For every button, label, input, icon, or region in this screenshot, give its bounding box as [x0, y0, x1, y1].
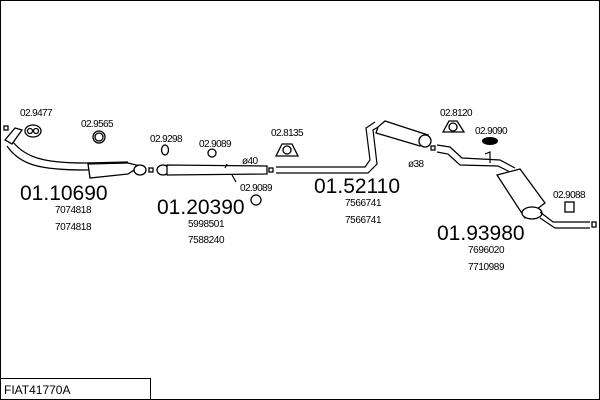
- middle-silencer-drawing: [276, 120, 436, 174]
- diameter-label: ø38: [408, 159, 424, 170]
- oe-number: 7566741: [345, 215, 382, 226]
- accessory-label: 02.9089: [199, 139, 232, 150]
- oe-number: 7566741: [345, 198, 382, 209]
- accessory-label: 02.9090: [475, 126, 508, 137]
- accessory-label: 02.8135: [271, 128, 304, 139]
- oe-number: 5998501: [188, 219, 225, 230]
- part-number: 01.93980: [437, 222, 525, 245]
- accessory-label: 02.9298: [150, 134, 183, 145]
- front-pipe-drawing: [3, 125, 154, 179]
- oe-number: 7074818: [55, 205, 92, 216]
- diagram-ref: FIAT41770A: [4, 383, 70, 397]
- part-number: 01.20390: [157, 196, 245, 219]
- part-number: 01.52110: [314, 175, 400, 198]
- accessory-drawings: [24, 120, 575, 213]
- accessory-label: 02.8120: [440, 108, 473, 119]
- accessory-label: 02.9477: [20, 108, 53, 119]
- oe-number: 7074818: [55, 222, 92, 233]
- accessory-label: 02.9088: [553, 190, 586, 201]
- oe-number: 7588240: [188, 235, 225, 246]
- rear-silencer-drawing: [436, 144, 597, 229]
- accessory-label: 02.9565: [81, 119, 114, 130]
- oe-number: 7710989: [468, 262, 505, 273]
- accessory-label: 02.9089: [240, 183, 273, 194]
- centre-pipe-drawing: [156, 163, 274, 183]
- diameter-label: ø40: [242, 156, 258, 167]
- oe-number: 7696020: [468, 245, 505, 256]
- part-number: 01.10690: [20, 182, 108, 205]
